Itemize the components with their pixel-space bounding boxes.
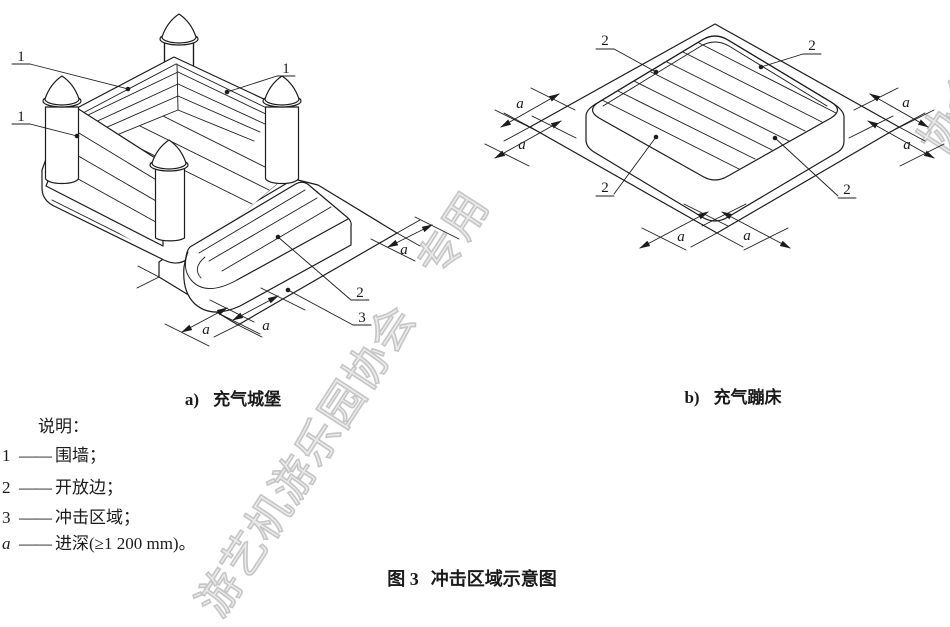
dimension-a-right: a: [370, 216, 460, 262]
callout-leaders: 1 1 1 2 3: [11, 49, 372, 326]
dimension-a-right-corner: a a: [848, 87, 945, 167]
legend-key: 2: [2, 478, 11, 497]
svg-text:a: a: [677, 229, 685, 245]
callout-open-edge-3: 2: [601, 180, 609, 196]
legend-dash: ——: [19, 446, 52, 465]
callout-open-edge-4: 2: [843, 182, 851, 198]
subfigure-a-caption: a) 充气城堡: [133, 385, 333, 410]
callout-wall-3: 1: [282, 61, 290, 77]
legend-dash: ——: [19, 478, 52, 497]
dimension-a-left-corner: a a: [484, 87, 577, 167]
svg-text:a: a: [202, 322, 210, 338]
svg-text:a: a: [262, 318, 270, 334]
legend-text: 开放边；: [55, 478, 123, 497]
legend-key: 3: [2, 508, 11, 527]
legend-item-depth: a ——进深(≥1 200 mm)。: [2, 529, 196, 554]
dimension-a-left: a a: [164, 287, 306, 347]
legend-key: 1: [2, 446, 11, 465]
castle-tower-right: [262, 75, 302, 185]
callout-open-edge-2: 2: [808, 38, 816, 54]
legend-item-wall: 1 ——围墙；: [2, 441, 106, 466]
svg-text:a: a: [902, 95, 910, 111]
subfigure-b-label: b): [684, 388, 700, 407]
subfigure-a-title: 充气城堡: [213, 390, 282, 409]
callout-open-edge-1: 2: [601, 33, 609, 49]
trampoline-mattress: [585, 35, 845, 222]
figure-number: 图 3: [387, 569, 419, 589]
svg-text:a: a: [518, 137, 526, 153]
castle-tower-back: [159, 13, 199, 77]
callout-wall-1: 1: [17, 49, 25, 65]
callout-leaders: 2 2 2 2: [595, 33, 857, 199]
subfigure-a-label: a): [184, 390, 200, 409]
svg-text:a: a: [903, 137, 911, 153]
svg-text:a: a: [516, 96, 524, 112]
subfigure-b-caption: b) 充气蹦床: [633, 383, 833, 408]
legend-dash: ——: [19, 508, 52, 527]
trampoline-diagram: 2 2 2 2 a a a a a a: [484, 23, 945, 251]
legend-key: a: [2, 534, 11, 553]
bouncy-castle-diagram: 1 1 1 2 3 a a a: [11, 13, 460, 347]
legend-text: 进深(≥1 200 mm)。: [55, 534, 196, 553]
callout-wall-2: 1: [17, 109, 25, 125]
callout-open-edge: 2: [356, 285, 364, 301]
figure-title: 冲击区域示意图: [430, 569, 557, 589]
legend-item-open-edge: 2 ——开放边；: [2, 473, 123, 498]
figure-caption: 图 3 冲击区域示意图: [347, 565, 597, 591]
dimension-a-bottom-corner: a a: [639, 203, 791, 251]
legend-item-impact-area: 3 ——冲击区域；: [2, 503, 140, 528]
subfigure-b-title: 充气蹦床: [713, 388, 782, 407]
legend-text: 冲击区域；: [55, 508, 140, 527]
legend-heading: 说明：: [38, 417, 89, 436]
callout-impact-area: 3: [358, 310, 366, 326]
legend-dash: ——: [19, 534, 52, 553]
legend-text: 围墙；: [55, 446, 106, 465]
castle-tower-left: [42, 75, 82, 185]
svg-text:a: a: [400, 242, 408, 258]
svg-text:a: a: [743, 228, 751, 244]
castle-tower-front: [149, 139, 189, 242]
